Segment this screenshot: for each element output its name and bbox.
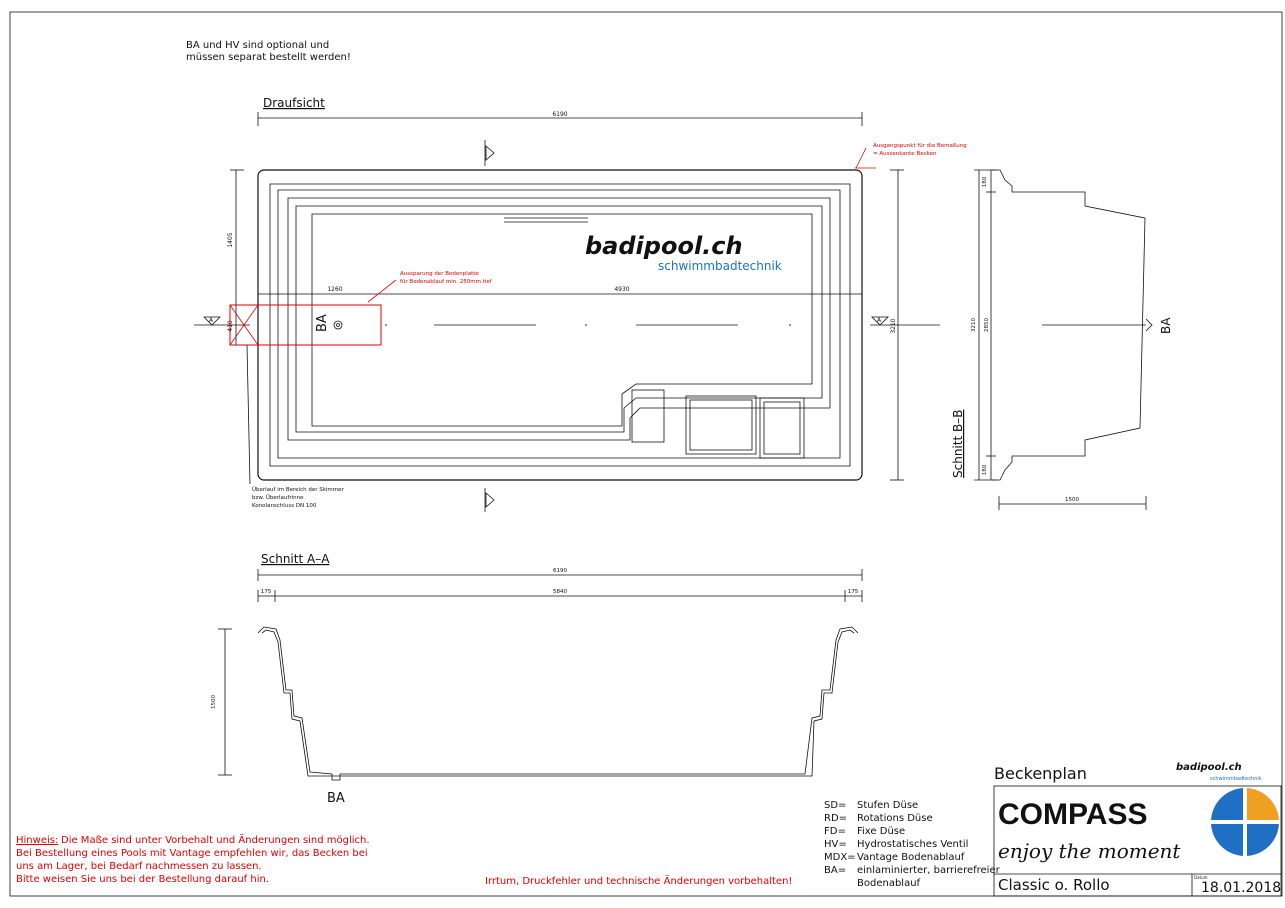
section-aa-title: Schnitt A–A [261, 552, 330, 566]
svg-text:= Aussenkante Becken: = Aussenkante Becken [873, 151, 937, 157]
optional-note-line2: müssen separat bestellt werden! [186, 52, 351, 63]
overflow-note: Überlauf im Bereich der Skimmer bzw. Übe… [246, 344, 345, 509]
svg-text:175: 175 [848, 589, 859, 595]
svg-text:5840: 5840 [553, 589, 567, 595]
optional-note-line1: BA und HV sind optional und [186, 40, 329, 51]
sheet-border [9, 11, 1283, 897]
title-block-heading: Beckenplan [994, 764, 1087, 783]
section-mark-left: A [203, 316, 221, 326]
date-label: Datum [1194, 875, 1208, 880]
section-mark-right: A [871, 316, 889, 326]
svg-text:A: A [209, 317, 214, 324]
drawing-date: 18.01.2018 [1201, 880, 1281, 896]
compass-slogan: enjoy the moment [998, 839, 1181, 863]
svg-text:HV=: HV= [824, 839, 847, 850]
title-block: Beckenplan badipool.ch schwimmbadtechnik… [993, 762, 1282, 897]
dim-total-length: 6190 [257, 111, 863, 126]
svg-text:Ausgangspunkt für die Bemaßung: Ausgangspunkt für die Bemaßung [873, 143, 967, 149]
center-line [194, 324, 940, 326]
svg-text:FD=: FD= [824, 826, 846, 837]
svg-text:1260: 1260 [327, 286, 342, 293]
floor-drain-marker: BA [315, 314, 343, 332]
dim-right-width: 3210 [890, 169, 904, 481]
svg-text:3210: 3210 [971, 318, 977, 332]
svg-text:Die Maße sind unter Vorbehalt: Die Maße sind unter Vorbehalt und Änderu… [61, 833, 370, 846]
small-badipool-sub: schwimmbadtechnik [1210, 776, 1262, 782]
svg-text:Bodenablauf: Bodenablauf [857, 878, 921, 889]
svg-text:6190: 6190 [553, 568, 567, 574]
svg-text:1500: 1500 [211, 695, 217, 709]
svg-text:3210: 3210 [890, 318, 897, 333]
svg-text:BA: BA [1159, 317, 1173, 334]
svg-text:Überlauf im Bereich der Skimme: Überlauf im Bereich der Skimmer [252, 486, 345, 493]
irrtum-note: Irrtum, Druckfehler und technische Änder… [485, 874, 792, 887]
svg-text:Rotations Düse: Rotations Düse [857, 813, 933, 824]
compass-logo-icon [1211, 788, 1279, 856]
svg-text:6190: 6190 [552, 111, 567, 118]
section-bb-dims: 180 180 3210 2850 1500 [971, 169, 1147, 510]
svg-text:einlaminierter, barrierefreier: einlaminierter, barrierefreier [857, 865, 1001, 876]
svg-text:1405: 1405 [227, 232, 234, 247]
legend: SD= Stufen Düse RD= Rotations Düse FD= F… [824, 800, 1001, 889]
pool-outline [257, 169, 863, 481]
svg-text:2850: 2850 [984, 318, 990, 332]
svg-text:RD=: RD= [824, 813, 847, 824]
svg-text:bzw. Überlaufrinne: bzw. Überlaufrinne [252, 494, 304, 501]
svg-text:1500: 1500 [1065, 497, 1079, 503]
dim-segments: 1260 4930 [258, 286, 862, 295]
svg-text:A: A [877, 317, 882, 324]
svg-text:180: 180 [982, 176, 988, 187]
section-aa-ba-label: BA [327, 791, 345, 806]
hinweis-note: Hinweis: Die Maße sind unter Vorbehalt u… [16, 833, 370, 885]
badipool-logo: badipool.ch [585, 232, 743, 260]
recess-note-line2: für Bodenablauf min. 250mm tief [400, 279, 493, 285]
top-view-title: Draufsicht [263, 96, 325, 110]
svg-text:Hinweis:: Hinweis: [16, 835, 58, 846]
svg-text:4930: 4930 [614, 286, 629, 293]
compass-title: COMPASS [998, 798, 1147, 831]
badipool-logo-sub: schwimmbadtechnik [658, 259, 782, 273]
svg-text:Bei Bestellung eines Pools mit: Bei Bestellung eines Pools mit Vantage e… [16, 848, 368, 859]
svg-text:MDX=: MDX= [824, 852, 856, 863]
model-name: Classic o. Rollo [998, 876, 1110, 894]
section-bb-title: Schnitt B–B [951, 410, 965, 478]
svg-text:Vantage Bodenablauf: Vantage Bodenablauf [857, 852, 965, 863]
svg-text:Stufen Düse: Stufen Düse [857, 800, 918, 811]
section-aa-dims: 6190 175 5840 175 1500 [211, 568, 863, 776]
floor-recess-markup: Aussparung der Bodenplatte für Bodenabla… [229, 271, 493, 346]
origin-note: Ausgangspunkt für die Bemaßung = Aussenk… [855, 143, 967, 169]
section-aa-profile [257, 626, 859, 781]
svg-text:180: 180 [982, 464, 988, 475]
svg-text:BA: BA [315, 314, 330, 332]
svg-text:BA=: BA= [824, 865, 846, 876]
svg-text:Fixe Düse: Fixe Düse [857, 826, 905, 837]
section-mark-bottom [484, 488, 495, 512]
svg-text:Hydrostatisches Ventil: Hydrostatisches Ventil [857, 839, 968, 850]
recess-note-line1: Aussparung der Bodenplatte [400, 271, 479, 277]
svg-text:Bitte weisen Sie uns bei der B: Bitte weisen Sie uns bei der Bestellung … [16, 874, 269, 885]
section-mark-top [484, 140, 495, 166]
svg-text:Konolanschluss DN 100: Konolanschluss DN 100 [252, 503, 317, 509]
svg-text:175: 175 [261, 589, 272, 595]
svg-text:SD=: SD= [824, 800, 846, 811]
small-badipool-logo: badipool.ch [1176, 762, 1242, 773]
svg-text:uns am Lager, bei Bedarf nachm: uns am Lager, bei Bedarf nachmessen zu l… [16, 861, 262, 872]
section-bb-profile: BA [992, 169, 1173, 481]
